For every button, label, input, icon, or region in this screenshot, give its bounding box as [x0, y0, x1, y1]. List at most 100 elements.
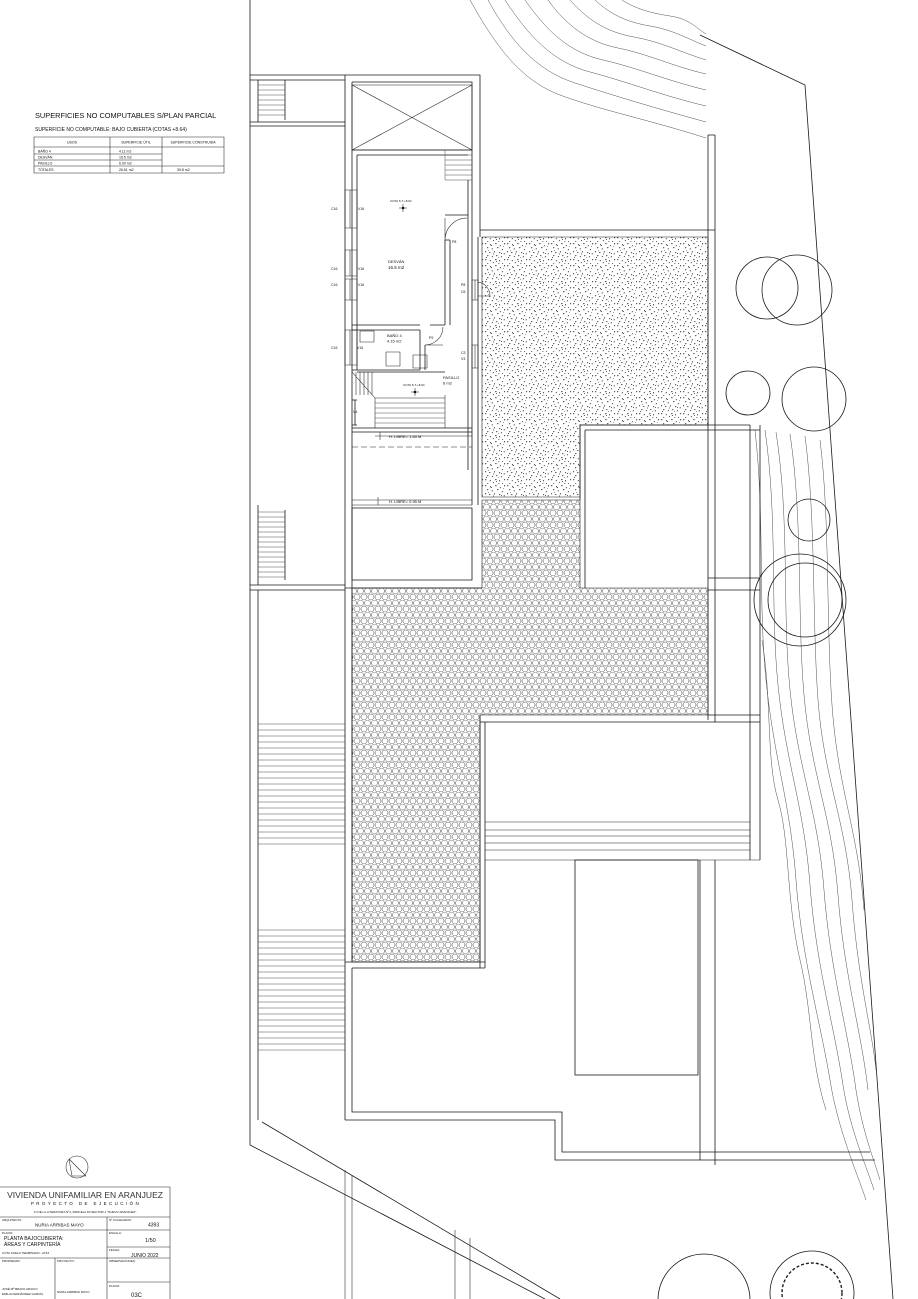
clear-height-line-1: [375, 432, 472, 440]
registration-label: Nº COLEGIADO:: [109, 1218, 132, 1222]
storage-room: [345, 507, 482, 589]
notes-label: OBSERVACIONES:: [109, 1259, 136, 1263]
contour-lines: [469, 0, 881, 1201]
project-label: PROYECTO:: [57, 1259, 75, 1263]
plan-label: PLANO:: [2, 1231, 13, 1235]
elevation-label-attic: COTA S.T.+8.64: [390, 199, 412, 203]
north-arrow-circle: [65, 1155, 89, 1179]
west-strip-walls: [250, 74, 345, 1120]
attic-floor: [344, 74, 491, 1120]
table-header-useful: SUPERFICIE ÚTIL: [121, 141, 151, 145]
tree-canopy: [761, 254, 833, 326]
scale-label: ESCALA:: [109, 1231, 122, 1235]
skylight: [351, 84, 473, 151]
owner-label: PROPIEDAD:: [2, 1259, 21, 1263]
gravel-borders: [480, 134, 716, 722]
plan-name-line-2: ÁREAS Y CARPINTERÍA: [4, 1241, 61, 1248]
east-structures: [345, 134, 875, 1165]
opening-label: C3: [461, 351, 466, 355]
opening-label: V3: [461, 357, 465, 361]
level-marker-attic-dot: [401, 206, 405, 210]
attic-stair: [351, 371, 446, 428]
north-arrow-icon: [65, 1155, 89, 1179]
tiled-terrace: [351, 499, 709, 963]
table-cell-use: PASILLO: [38, 162, 53, 166]
table-cell-useful: 26.61 m2: [119, 168, 134, 172]
stair-top-left: [258, 84, 285, 116]
windows-west: [344, 189, 358, 366]
opening-label: V16: [358, 283, 364, 287]
project-author: NURIA ARRIBAS MAYO: [57, 1290, 90, 1294]
date-label: FECHA:: [109, 1248, 120, 1252]
site-boundary: [249, 0, 894, 1299]
south-outline: [345, 860, 875, 1165]
table-cell-built: 39.8 m2: [177, 168, 190, 172]
site-boundary-left: [249, 0, 561, 1299]
east-steps: [485, 821, 760, 861]
table-cell-use: BAÑO 4: [38, 149, 51, 154]
attic-south-wall: [352, 427, 472, 433]
window-v4: [352, 399, 357, 426]
opening-label: V16: [357, 346, 363, 350]
title-block-grid: [0, 1186, 171, 1299]
stair-west-upper: [258, 723, 345, 845]
opening-label: C6: [461, 290, 466, 294]
tree-canopy: [725, 370, 771, 416]
plan-labels: COTA S.T.+8.64 DESVÁN 16.5 m2 BAÑO 4 4.1…: [331, 199, 466, 504]
table-cell-use: TOTALES: [38, 168, 54, 172]
door-p8-east-swing: [477, 281, 491, 297]
pool: [574, 859, 699, 1076]
tree-canopy: [781, 366, 847, 432]
gravel-terrace: [481, 236, 709, 498]
elevation-label-hall: COTA S.T.+8.64: [403, 383, 425, 387]
tree-canopy: [769, 1250, 855, 1299]
architect-name: NURIA ARRIBAS MAYO: [35, 1223, 84, 1228]
floor-level: COTA SUELO TERMINADO: +8.64: [2, 1251, 49, 1255]
project-type: PROYECTO DE EJECUCIÓN: [31, 1200, 141, 1206]
tree-canopy-detail: [781, 1262, 843, 1299]
north-arrow-pointer: [68, 1158, 87, 1177]
opening-label: P8: [452, 240, 456, 244]
tree-canopy: [767, 562, 843, 638]
architect-label: ARQUITECTA:: [2, 1218, 22, 1222]
opening-label: P9: [429, 336, 433, 340]
room-area-bath: 4.15 m2: [387, 339, 402, 344]
table-cell-useful: 16.5 m2: [119, 156, 132, 160]
opening-label: V16: [358, 207, 364, 211]
surfaces-table-grid: [33, 136, 225, 174]
opening-label: P8: [461, 283, 465, 287]
surfaces-table-title: SUPERFICIES NO COMPUTABLES S/PLAN PARCIA…: [35, 111, 216, 120]
clear-height-label-1: H. LIBRE= 1.65 M: [389, 434, 421, 439]
attic-stair-treads: [375, 402, 445, 424]
date-value: JUNIO 2022: [131, 1253, 159, 1259]
tree-canopy: [753, 553, 847, 647]
table-cell-useful: 6.00 m2: [119, 162, 132, 166]
opening-label: V4: [353, 410, 357, 414]
bath-fixtures: [359, 330, 428, 369]
east-block: [479, 424, 761, 968]
stair-west-lower: [258, 929, 345, 1051]
opening-label: C16: [331, 207, 337, 211]
opening-label: V16: [358, 267, 364, 271]
opening-label: C16: [331, 267, 337, 271]
room-name-bath: BAÑO 4: [387, 333, 402, 338]
door-p9-swing: [424, 326, 444, 346]
door-p8-swing: [444, 217, 468, 241]
opening-label: C16: [331, 283, 337, 287]
room-name-hall: PASILLO: [443, 375, 459, 380]
sheet-number: 03C: [131, 1293, 143, 1299]
stair-small: [444, 150, 472, 181]
stair-bottom-left: [258, 511, 285, 578]
table-cell-use: DESVÁN: [38, 156, 53, 160]
project-title: VIVIENDA UNIFAMILIAR EN ARANJUEZ: [7, 1190, 163, 1200]
tree-canopy: [787, 498, 831, 542]
contour-line-top: [469, 0, 707, 139]
room-area-hall: 6 m2: [443, 381, 453, 386]
owner-name: JOSÉ Mª BRAVO ARAICO: [2, 1286, 38, 1291]
table-header-uses: USOS: [67, 141, 78, 145]
room-name-attic: DESVÁN: [388, 259, 405, 264]
surfaces-table: SUPERFICIES NO COMPUTABLES S/PLAN PARCIA…: [33, 111, 225, 174]
surfaces-table-subtitle: SUPERFICIE NO COMPUTABLE: BAJO CUBIERTA …: [35, 127, 187, 133]
clear-height-line-2: [352, 497, 472, 506]
